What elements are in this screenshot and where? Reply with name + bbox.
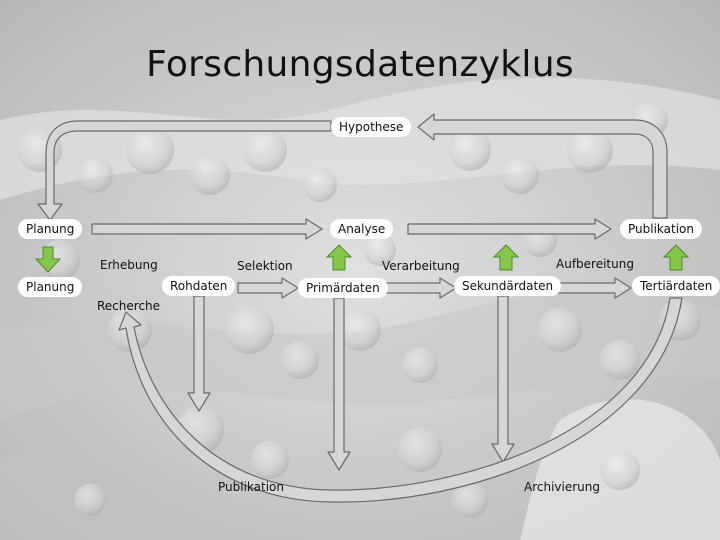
node-planung-top: Planung: [18, 219, 83, 239]
node-primaerdaten: Primärdaten: [298, 278, 388, 298]
label-archivierung: Archivierung: [524, 480, 600, 494]
node-planung-bottom: Planung: [18, 277, 83, 297]
arrow-publikation-to-hypothese: [417, 113, 668, 219]
label-selektion: Selektion: [237, 259, 293, 273]
arrow-primaerdaten-to-publikation: [327, 297, 351, 471]
arrow-sekundaerdaten-to-archivierung: [491, 295, 515, 463]
node-hypothese: Hypothese: [331, 117, 412, 137]
node-rohdaten: Rohdaten: [162, 276, 236, 296]
page-title: Forschungsdatenzyklus: [146, 44, 574, 85]
arrow-primaerdaten-to-sekundaerdaten: [383, 277, 457, 299]
node-publikation-top: Publikation: [620, 219, 702, 239]
node-sekundaerdaten: Sekundärdaten: [454, 276, 562, 296]
label-verarbeitung: Verarbeitung: [382, 259, 460, 273]
label-aufbereitung: Aufbereitung: [556, 257, 634, 271]
arrow-tertiaerdaten-to-recherche: [118, 297, 683, 503]
arrow-sekundaerdaten-to-tertiaerdaten: [557, 277, 632, 299]
arrow-planung-to-analyse: [91, 218, 323, 240]
arrow-hypothese-to-planung: [37, 120, 332, 221]
arrow-rohdaten-to-primaerdaten: [237, 277, 299, 299]
green-arrow-tertiaerdaten: [662, 244, 690, 271]
green-arrow-erhebung: [34, 246, 62, 273]
label-publikation-bottom: Publikation: [218, 480, 284, 494]
label-recherche: Recherche: [97, 299, 161, 313]
node-tertiaerdaten: Tertiärdaten: [632, 276, 720, 296]
arrow-rohdaten-to-publikation: [187, 295, 211, 412]
green-arrow-primaerdaten: [325, 244, 353, 271]
node-analyse: Analyse: [330, 219, 394, 239]
green-arrow-sekundaerdaten: [492, 244, 520, 271]
label-erhebung: Erhebung: [100, 258, 158, 272]
arrow-analyse-to-publikation: [407, 218, 612, 240]
